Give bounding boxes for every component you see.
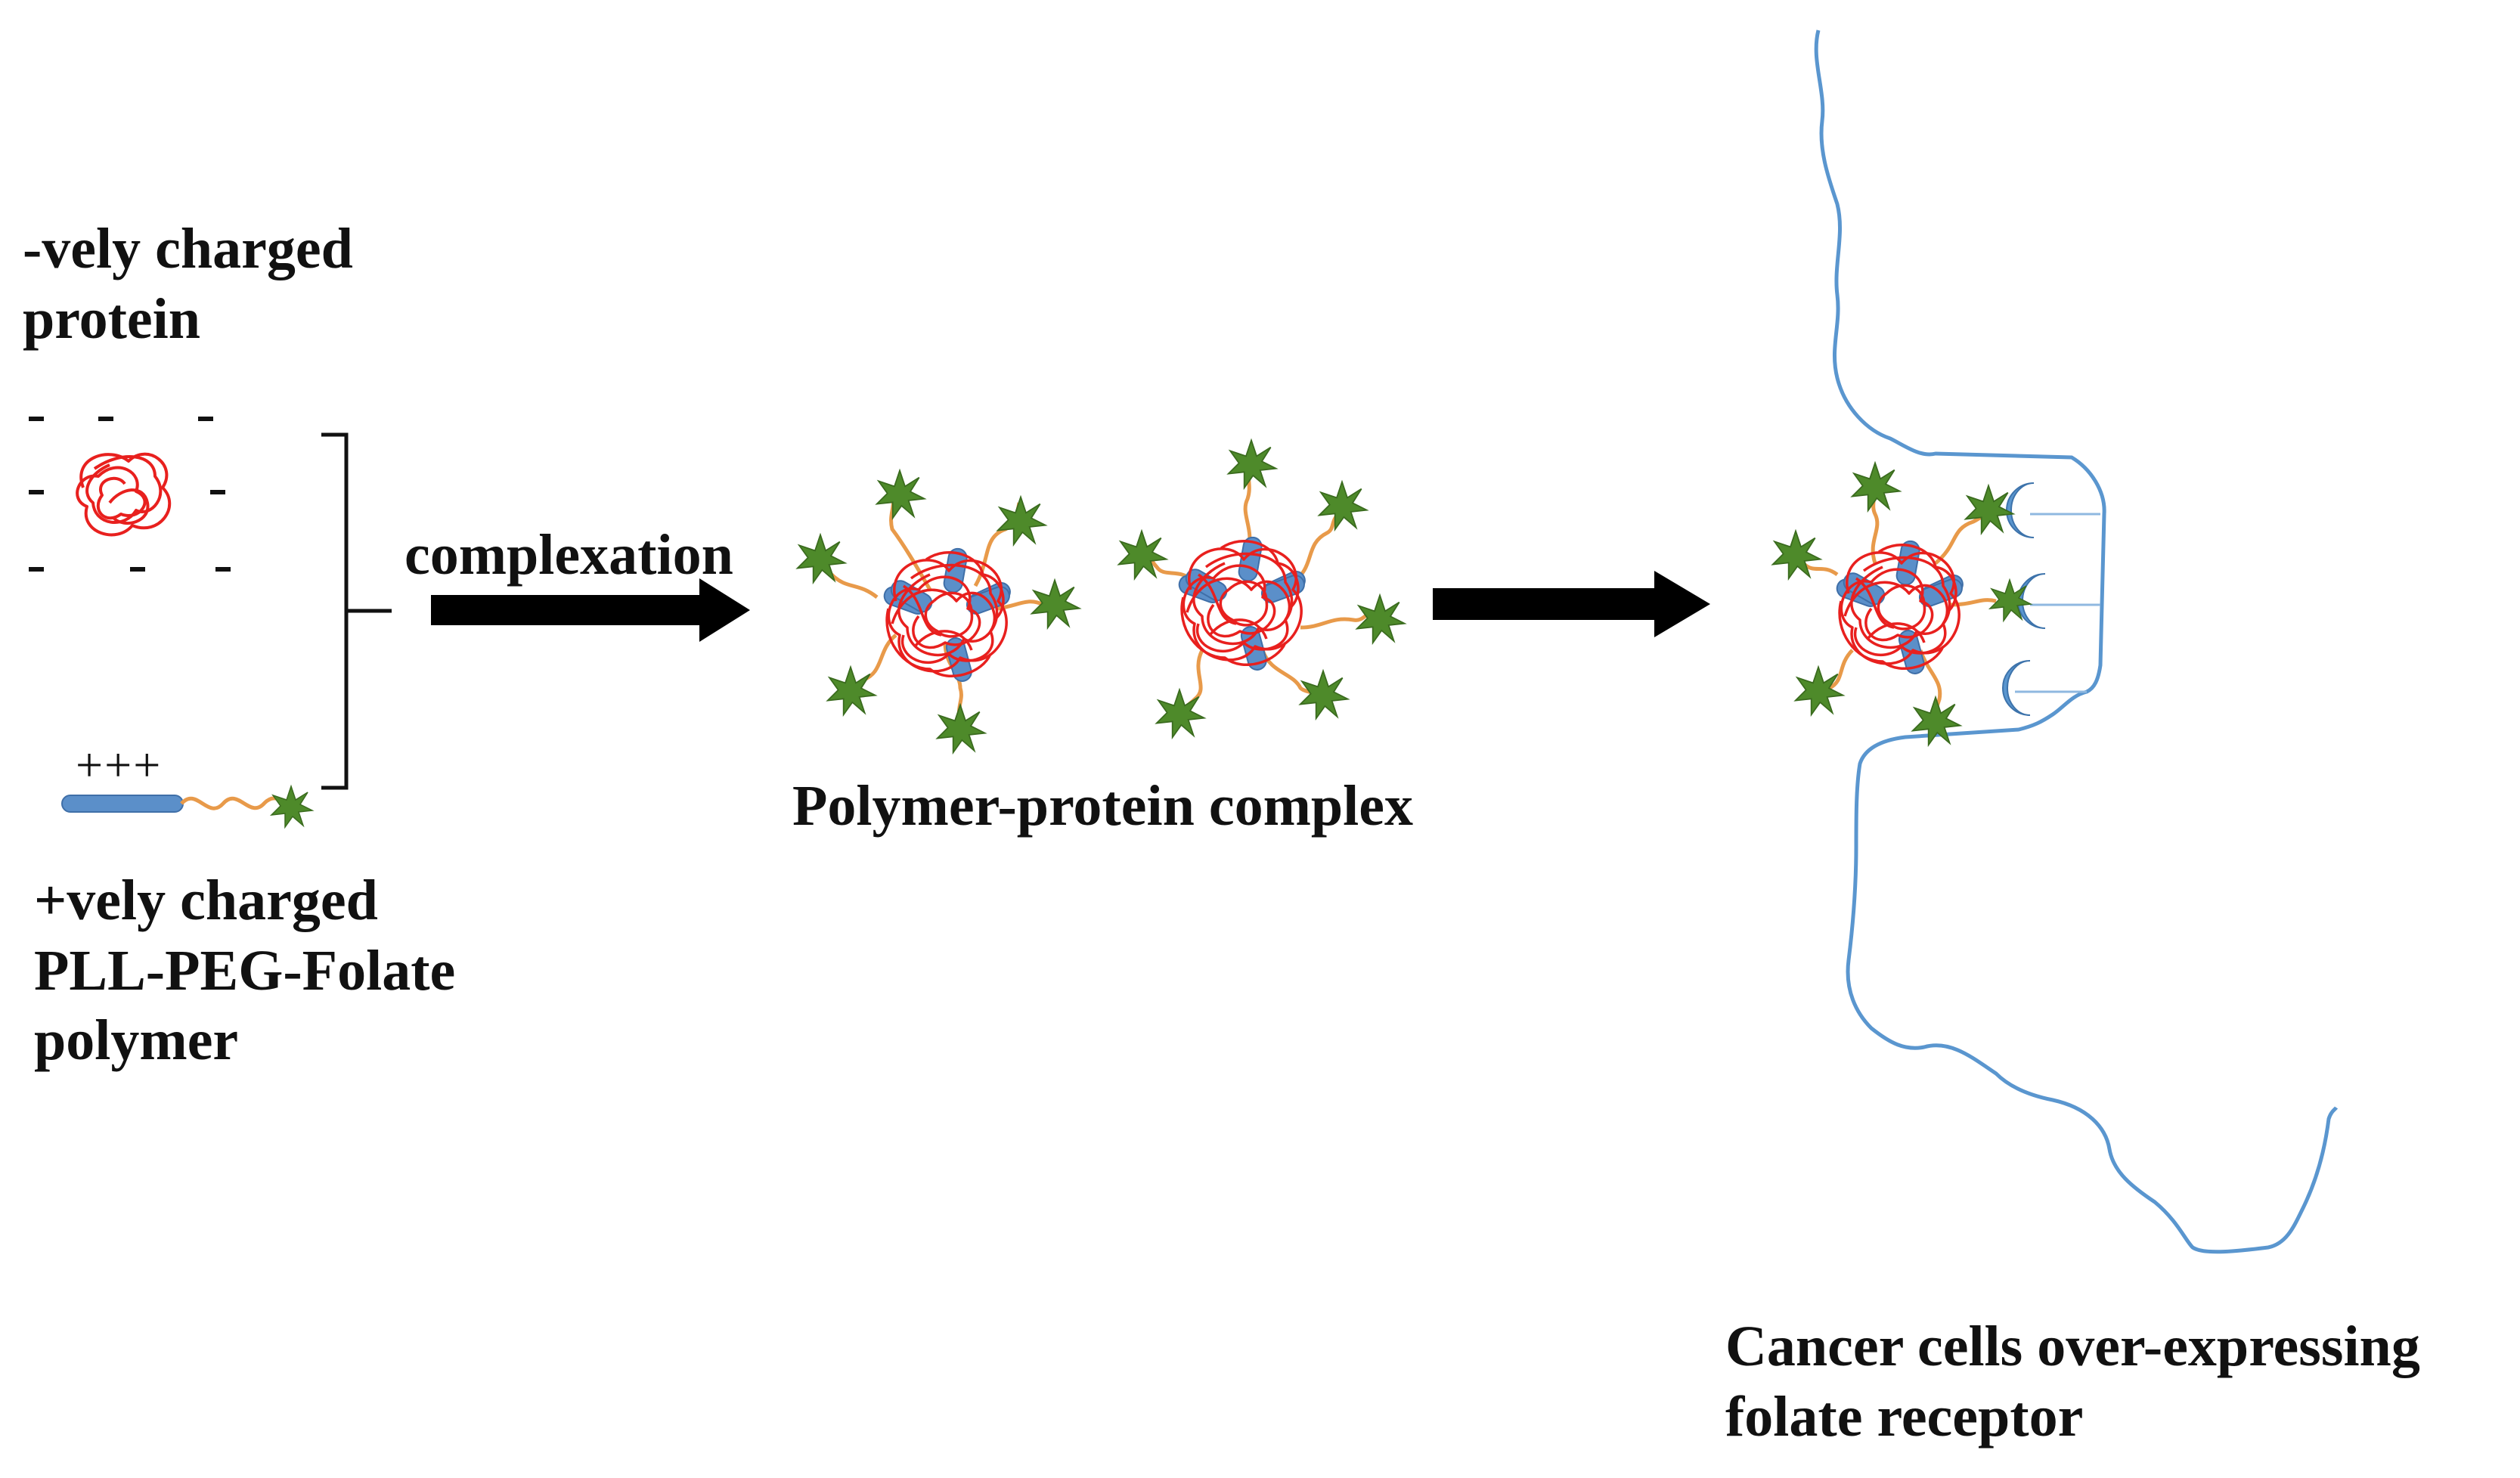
complex-particle-1 <box>796 469 1080 754</box>
negative-protein-label-line-2: protein <box>23 287 201 351</box>
positive-charge-symbols: +++ <box>76 738 163 792</box>
cancer-cells-label-line-2: folate receptor <box>1725 1384 2084 1449</box>
positive-polymer-label: +vely charged PLL-PEG-Folate polymer <box>34 866 455 1076</box>
receptor-icon <box>2002 660 2031 716</box>
negative-protein-label-line-1: -vely charged <box>23 217 353 280</box>
cell-membrane-icon <box>1814 29 2339 1254</box>
positive-polymer-label-line-3: polymer <box>34 1009 239 1073</box>
receptor-icon <box>2006 482 2035 538</box>
bracket-icon <box>321 432 392 790</box>
complexation-label: complexation <box>405 523 733 587</box>
cancer-cells-label: Cancer cells over-expressing folate rece… <box>1725 1312 2420 1452</box>
negative-charges <box>29 417 231 572</box>
cancer-cells-label-line-1: Cancer cells over-expressing <box>1725 1315 2420 1378</box>
complexation-arrow-icon <box>431 578 750 642</box>
complex-particle-2 <box>1117 439 1406 739</box>
complex-label: Polymer-protein complex <box>792 774 1414 838</box>
folate-receptors <box>2002 482 2100 716</box>
protein-coil-icon <box>76 452 172 537</box>
negative-protein-label: -vely charged protein <box>23 214 353 354</box>
positive-polymer-label-line-2: PLL-PEG-Folate <box>34 938 456 1002</box>
complex-particle-bound <box>1771 462 2032 746</box>
internalization-arrow-icon <box>1433 571 1710 637</box>
polymer-icon <box>61 785 313 828</box>
positive-polymer-label-line-1: +vely charged <box>34 869 378 932</box>
